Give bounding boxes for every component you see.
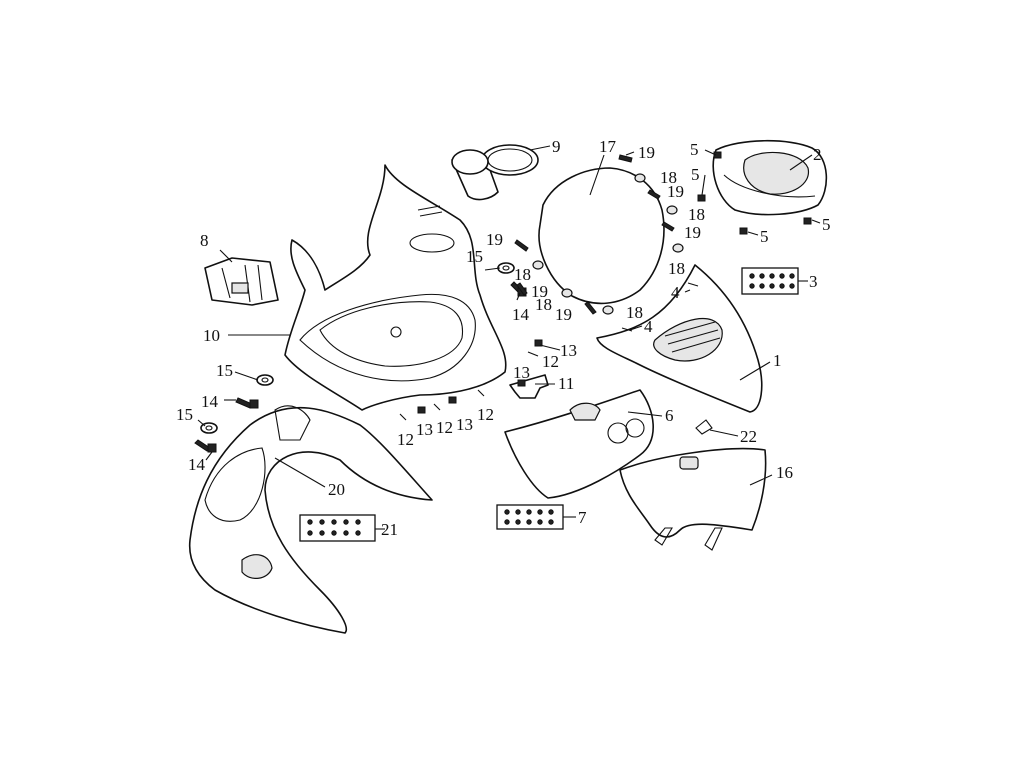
- label-12b: 12: [477, 405, 494, 424]
- label-12a: 12: [542, 352, 559, 371]
- label-15c: 15: [176, 405, 193, 424]
- part-1-side-fairing: [596, 264, 763, 413]
- label-8: 8: [200, 231, 209, 250]
- callout-numbers: 1 2 3 4 4 5 5 5 5 6 7 8 9 10 11 12 12 12…: [176, 137, 831, 539]
- label-12c: 12: [397, 430, 414, 449]
- part-6-inner-panel: [504, 389, 654, 499]
- label-14a: 14: [512, 305, 530, 324]
- label-1: 1: [773, 351, 782, 370]
- label-4b: 4: [644, 317, 653, 336]
- part-16-lower-cover: [619, 447, 767, 551]
- label-5b: 5: [691, 165, 700, 184]
- label-4a: 4: [671, 283, 680, 302]
- label-19e: 19: [667, 182, 684, 201]
- leader-lines: [197, 145, 821, 530]
- label-22: 22: [740, 427, 757, 446]
- label-17: 17: [599, 137, 617, 156]
- label-2: 2: [813, 145, 822, 164]
- label-14c: 14: [188, 455, 206, 474]
- part-8-storage-bag: [204, 257, 279, 306]
- part-11-bracket: [509, 374, 549, 399]
- label-15b: 15: [216, 361, 233, 380]
- part-2-instrument-cover: [712, 139, 828, 216]
- label-21: 21: [381, 520, 398, 539]
- label-6: 6: [665, 406, 674, 425]
- label-14b: 14: [201, 392, 219, 411]
- label-18f: 18: [668, 259, 685, 278]
- label-3: 3: [809, 272, 818, 291]
- label-13a: 13: [560, 341, 577, 360]
- part-3-hardware-pack: [741, 267, 799, 295]
- label-7: 7: [578, 508, 587, 527]
- label-5c: 5: [760, 227, 769, 246]
- label-11: 11: [558, 374, 574, 393]
- label-18d: 18: [660, 168, 677, 187]
- part-21-hardware-pack: [299, 514, 376, 542]
- label-5a: 5: [690, 140, 699, 159]
- part-7-hardware-pack: [496, 504, 564, 530]
- part-17-windscreen: [538, 167, 665, 305]
- label-13c: 13: [416, 420, 433, 439]
- label-19d: 19: [638, 143, 655, 162]
- part-9-gauge-bezel: [451, 144, 539, 201]
- small-hardware: [194, 151, 812, 453]
- label-13b: 13: [513, 363, 530, 382]
- label-19a: 19: [486, 230, 503, 249]
- label-15a: 15: [466, 247, 483, 266]
- part-20-lower-fairing: [188, 405, 433, 634]
- label-5d: 5: [822, 215, 831, 234]
- label-19c: 19: [555, 305, 572, 324]
- part-10-inner-front-panel: [284, 164, 507, 411]
- label-18e: 18: [688, 205, 705, 224]
- label-18c: 18: [626, 303, 643, 322]
- label-12d: 12: [436, 418, 453, 437]
- label-16: 16: [776, 463, 793, 482]
- label-13d: 13: [456, 415, 473, 434]
- label-9: 9: [552, 137, 561, 156]
- label-19b: 19: [531, 282, 548, 301]
- label-18b: 18: [535, 295, 552, 314]
- label-20: 20: [328, 480, 345, 499]
- label-10: 10: [203, 326, 220, 345]
- label-19f: 19: [684, 223, 701, 242]
- part-22-clip: [695, 419, 713, 435]
- label-18a: 18: [514, 265, 531, 284]
